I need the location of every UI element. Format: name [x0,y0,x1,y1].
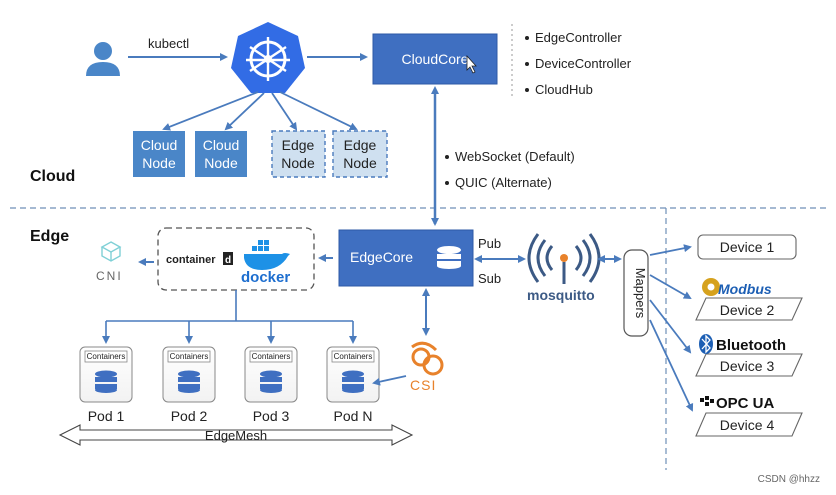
component-devicecontroller: DeviceController [535,56,632,71]
pod-n-label: Pod N [334,408,373,424]
kubernetes-icon [231,22,305,93]
cni-cube-icon [100,241,122,262]
sub-label: Sub [478,271,501,286]
protocol-quic: QUIC (Alternate) [455,175,552,190]
k8s-node-arrows [162,91,358,131]
cloudcore-box[interactable]: CloudCore [372,33,498,85]
database-icon [437,246,461,269]
edge-node-2-line2: Node [343,155,377,171]
mouse-cursor-icon [466,54,477,74]
cloud-node-2[interactable]: Cloud Node [195,131,247,177]
pod-n-database-icon [342,370,364,393]
edge-node-2-line1: Edge [344,137,377,153]
edgecore-box[interactable]: EdgeCore [338,229,474,287]
protocol-list: WebSocket (Default) QUIC (Alternate) [445,149,575,190]
pod-n[interactable]: Containers Pod N [326,346,380,424]
device-4[interactable]: Device 4 [695,412,803,437]
pod-1-label: Pod 1 [88,408,125,424]
pod-1-containers-label: Containers [87,352,126,361]
edge-zone-label: Edge [30,228,69,245]
cloud-node-2-line2: Node [204,155,238,171]
edge-node-1[interactable]: Edge Node [271,130,326,178]
kubectl-label: kubectl [148,36,189,51]
cloud-node-1[interactable]: Cloud Node [133,131,185,177]
device-4-label: Device 4 [720,417,775,433]
pod-3-containers-label: Containers [252,352,291,361]
pod-2-database-icon [178,370,200,393]
user-icon [86,42,120,76]
modbus-text: Modbus [718,281,772,297]
edge-node-1-line1: Edge [282,137,315,153]
pod-1[interactable]: Containers Pod 1 [79,346,133,424]
edgemesh-arrow: EdgeMesh [58,424,414,446]
csi-to-pod-arrow [372,375,407,386]
cni-logo: CNI [96,241,123,283]
bluetooth-icon [699,334,713,354]
protocol-websocket: WebSocket (Default) [455,149,575,164]
mapper-device-arrows [649,244,694,412]
opcua-logo: OPC UA [700,395,775,412]
cni-text: CNI [96,269,123,283]
pod-1-database-icon [95,370,117,393]
cloud-node-1-line1: Cloud [141,137,178,153]
pod-3-database-icon [260,370,282,393]
csi-text: CSI [410,377,436,393]
mappers-box[interactable]: Mappers [623,249,649,337]
opcua-text: OPC UA [716,395,775,412]
docker-whale-icon [244,240,290,270]
modbus-logo: Modbus [702,278,772,297]
edge-node-2[interactable]: Edge Node [332,130,388,178]
pod-n-containers-label: Containers [334,352,373,361]
opcua-mark-icon [700,396,714,406]
edgemesh-label: EdgeMesh [205,428,267,443]
component-edgecontroller: EdgeController [535,30,622,45]
containerd-d: d [225,255,231,266]
docker-logo: docker [241,240,290,286]
containerd-text: container [166,254,216,266]
containerd-logo: container d [166,252,233,266]
pod-3-label: Pod 3 [253,408,290,424]
mosquitto-logo: mosquitto [527,233,601,303]
mosquitto-text: mosquitto [527,287,595,303]
pod-2[interactable]: Containers Pod 2 [162,346,216,424]
cloudcore-components: EdgeController DeviceController CloudHub [525,30,632,97]
device-2[interactable]: Device 2 [695,297,803,321]
pub-label: Pub [478,236,501,251]
cloud-node-2-line1: Cloud [203,137,240,153]
pod-2-containers-label: Containers [170,352,209,361]
csi-logo: CSI [410,341,444,393]
device-1-label: Device 1 [720,239,775,255]
watermark: CSDN @hhzz [758,474,820,485]
pod-3[interactable]: Containers Pod 3 [244,346,298,424]
runtime-to-pods-tree [102,290,357,344]
bluetooth-text: Bluetooth [716,337,786,354]
device-3[interactable]: Device 3 [695,353,803,377]
mosquitto-dot [560,254,568,262]
device-3-label: Device 3 [720,358,775,374]
device-2-label: Device 2 [720,302,775,318]
device-1[interactable]: Device 1 [697,234,797,260]
cloud-zone-label: Cloud [30,168,75,185]
docker-text: docker [241,269,290,286]
cloudcore-label: CloudCore [402,51,469,67]
component-cloudhub: CloudHub [535,82,593,97]
bluetooth-logo: Bluetooth [699,334,786,354]
csi-icon [411,341,444,376]
edgecore-label: EdgeCore [350,249,413,265]
cloud-node-1-line2: Node [142,155,176,171]
edge-node-1-line2: Node [281,155,315,171]
pod-2-label: Pod 2 [171,408,208,424]
mappers-label: Mappers [633,268,648,319]
